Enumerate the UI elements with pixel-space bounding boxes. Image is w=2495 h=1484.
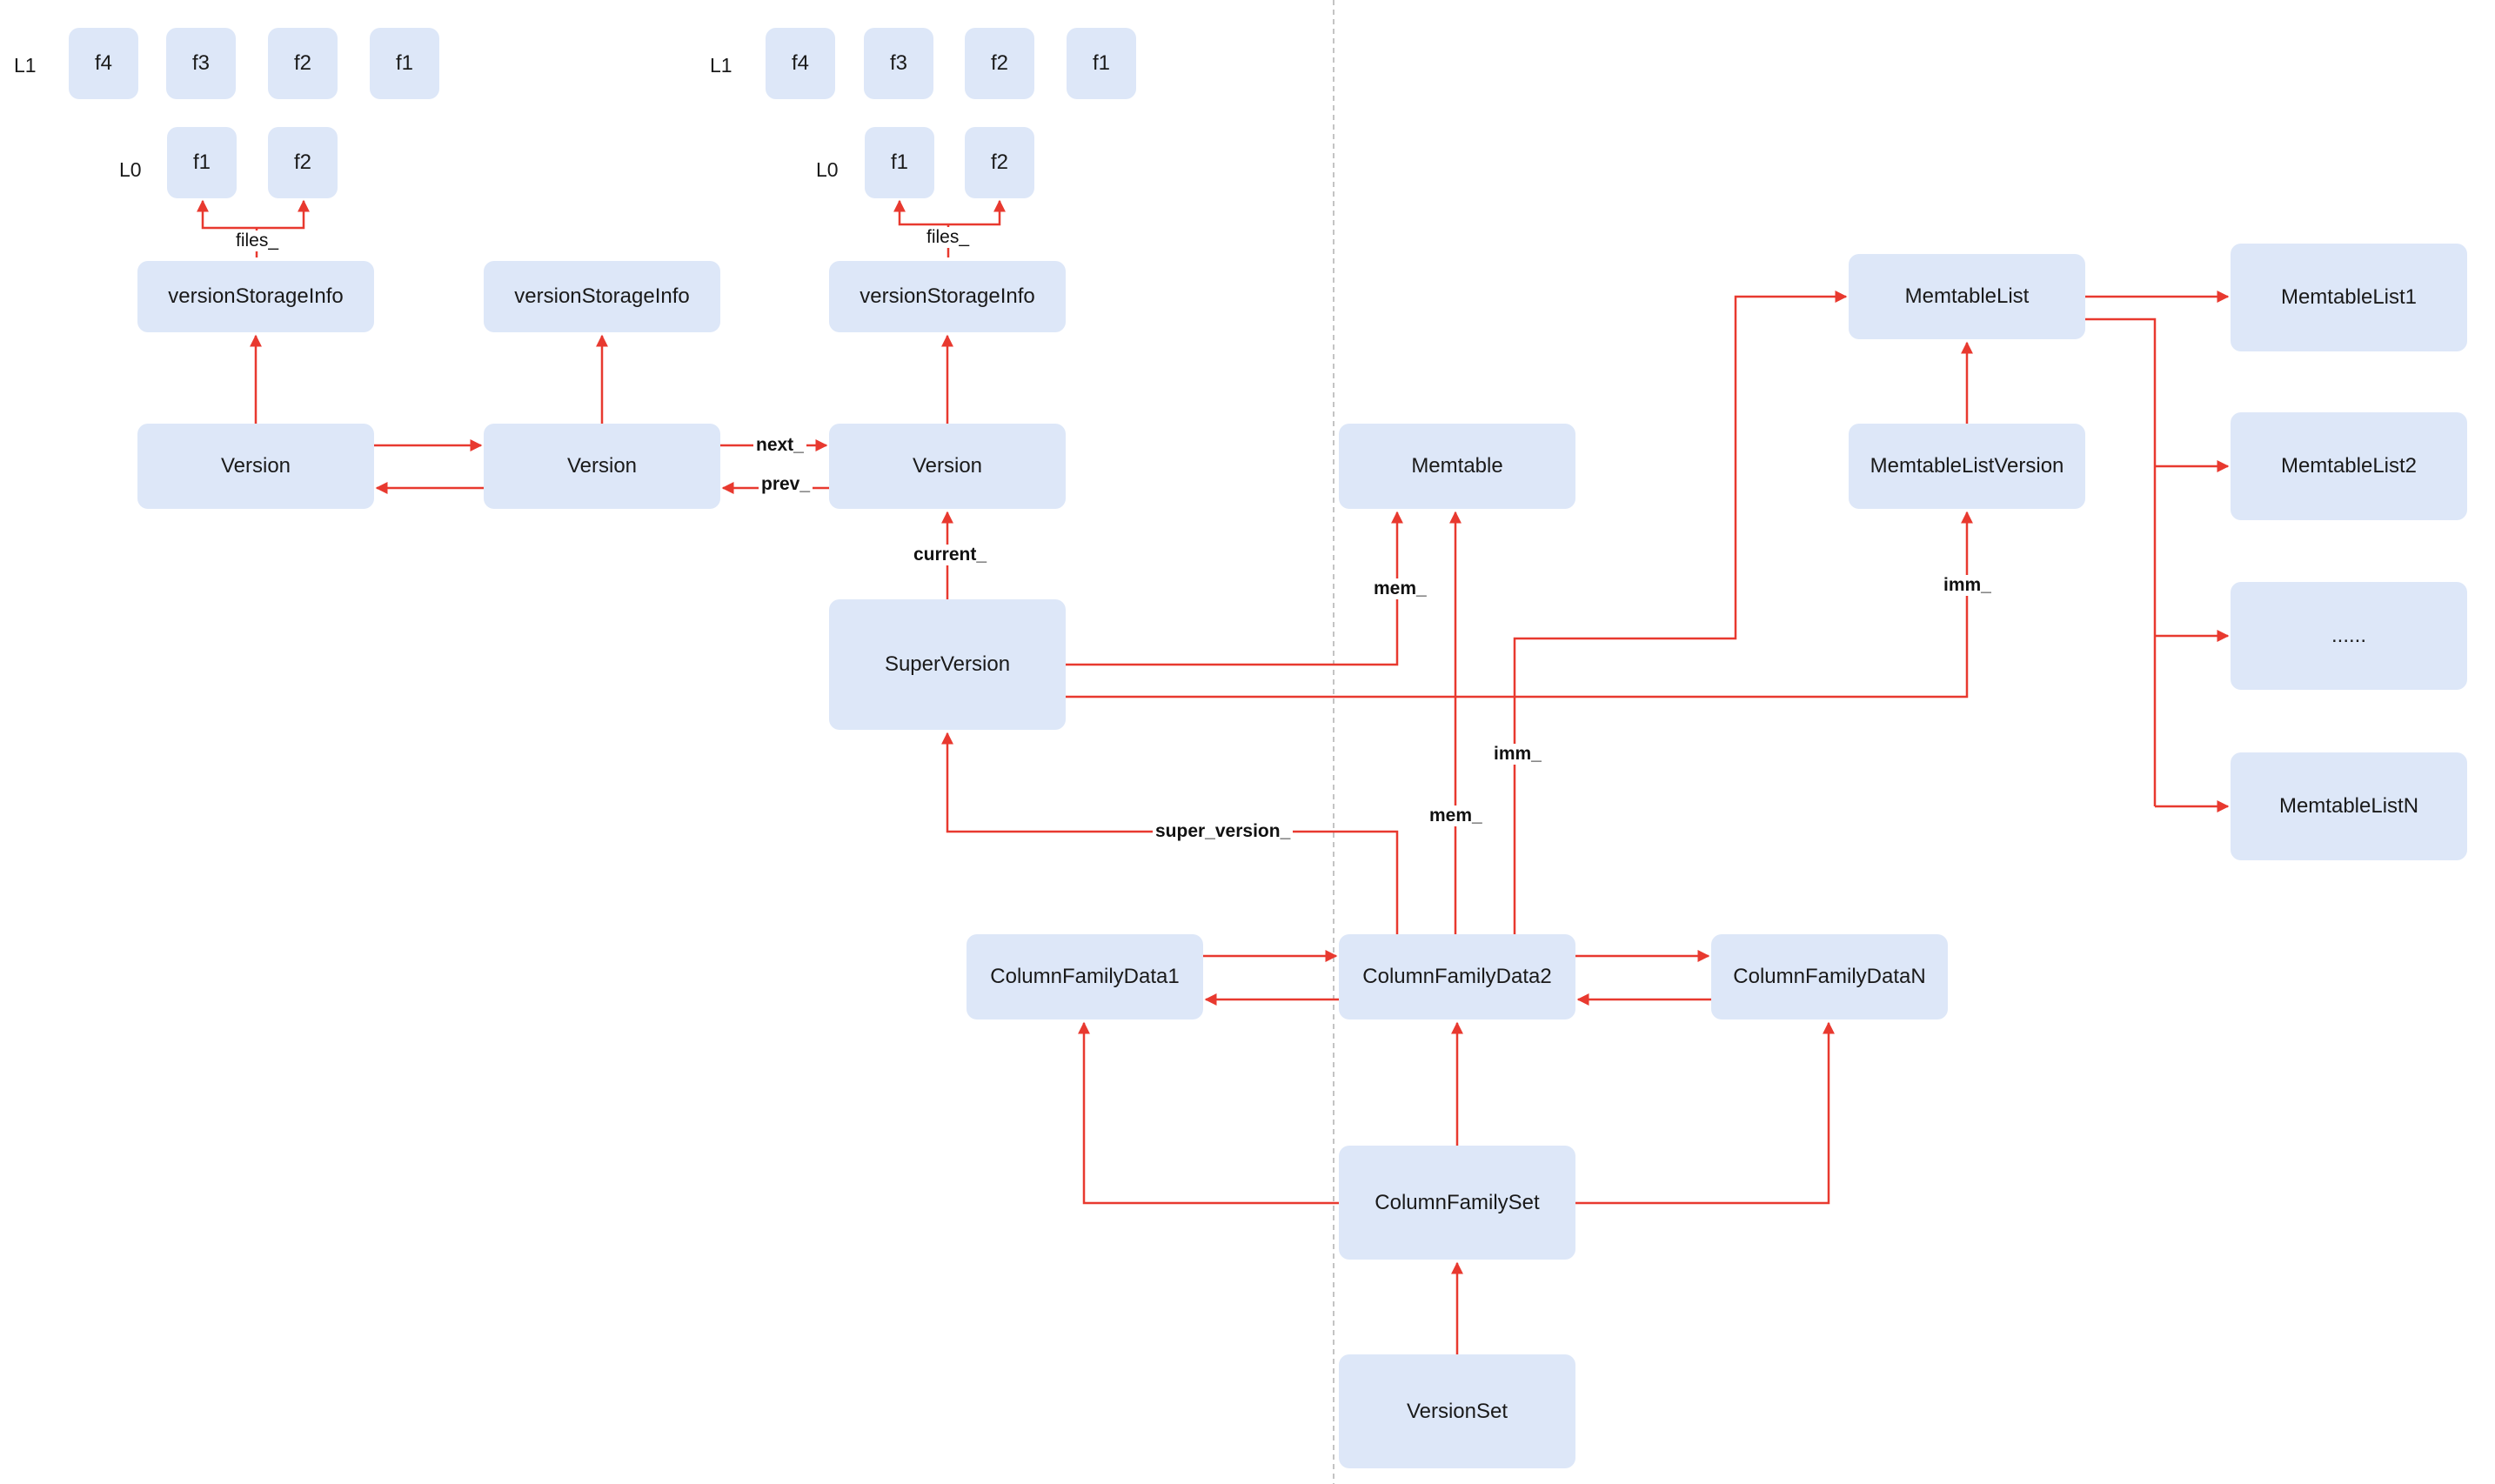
version-node-1: Version bbox=[137, 424, 374, 509]
memtable-list-n-node: MemtableListN bbox=[2231, 752, 2467, 860]
file-node-l1-f2-left: f2 bbox=[268, 28, 338, 99]
super-version-node: SuperVersion bbox=[829, 599, 1066, 730]
edge-label-prev: prev_ bbox=[759, 474, 813, 495]
version-node-2: Version bbox=[484, 424, 720, 509]
column-family-set-node: ColumnFamilySet bbox=[1339, 1146, 1575, 1260]
edge-superversion-to-memtablelistversion bbox=[1066, 511, 1973, 699]
edge-label-super-version: super_version_ bbox=[1153, 821, 1294, 842]
version-storage-info-node-3: versionStorageInfo bbox=[829, 261, 1066, 332]
edge-label-imm-cfd: imm_ bbox=[1491, 744, 1544, 765]
edge-memtablelist-bus bbox=[2085, 318, 2157, 806]
edge-label-files-left: files_ bbox=[233, 231, 282, 251]
file-node-l1-f3-left: f3 bbox=[166, 28, 236, 99]
column-family-data-1-node: ColumnFamilyData1 bbox=[967, 934, 1203, 1019]
memtable-list-node: MemtableList bbox=[1849, 254, 2085, 339]
file-node-l1-f1-mid: f1 bbox=[1067, 28, 1136, 99]
file-node-l1-f2-mid: f2 bbox=[965, 28, 1034, 99]
column-family-data-2-node: ColumnFamilyData2 bbox=[1339, 934, 1575, 1019]
version-set-node: VersionSet bbox=[1339, 1354, 1575, 1468]
edge-label-files-mid: files_ bbox=[924, 227, 973, 248]
file-node-l0-f2-mid: f2 bbox=[965, 127, 1034, 198]
edge-label-current: current_ bbox=[911, 545, 990, 565]
memtable-list-version-node: MemtableListVersion bbox=[1849, 424, 2085, 509]
edge-cfset-to-cfd1 bbox=[1078, 1021, 1339, 1205]
level-label-mid-l1: L1 bbox=[710, 54, 732, 77]
edge-files-to-l0-f1-left bbox=[197, 199, 257, 230]
column-family-data-n-node: ColumnFamilyDataN bbox=[1711, 934, 1948, 1019]
level-label-mid-l0: L0 bbox=[816, 158, 839, 181]
edge-files-to-l0-f1-mid bbox=[893, 199, 948, 226]
memtable-list-ellipsis-node: ...... bbox=[2231, 582, 2467, 690]
file-node-l1-f1-left: f1 bbox=[370, 28, 439, 99]
edge-label-mem-superversion: mem_ bbox=[1371, 578, 1429, 599]
edge-superversion-to-memtable bbox=[1066, 511, 1403, 666]
memtable-list-1-node: MemtableList1 bbox=[2231, 244, 2467, 351]
file-node-l1-f3-mid: f3 bbox=[864, 28, 933, 99]
version-node-3: Version bbox=[829, 424, 1066, 509]
file-node-l0-f1-mid: f1 bbox=[865, 127, 934, 198]
file-node-l1-f4-left: f4 bbox=[69, 28, 138, 99]
memtable-list-2-node: MemtableList2 bbox=[2231, 412, 2467, 520]
edge-cfd2-to-memtablelist bbox=[1513, 291, 1848, 934]
file-node-l0-f1-left: f1 bbox=[167, 127, 237, 198]
edge-files-to-l0-f2-mid bbox=[948, 199, 1006, 226]
version-storage-info-node-1: versionStorageInfo bbox=[137, 261, 374, 332]
memtable-node: Memtable bbox=[1339, 424, 1575, 509]
file-node-l0-f2-left: f2 bbox=[268, 127, 338, 198]
level-label-left-l1: L1 bbox=[14, 54, 37, 77]
file-node-l1-f4-mid: f4 bbox=[766, 28, 835, 99]
edge-files-to-l0-f2-left bbox=[257, 199, 310, 230]
edge-cfset-to-cfdn bbox=[1575, 1021, 1835, 1205]
edge-label-mem-cfd: mem_ bbox=[1427, 806, 1485, 826]
level-label-left-l0: L0 bbox=[119, 158, 142, 181]
edge-label-next: next_ bbox=[753, 435, 806, 456]
version-storage-info-node-2: versionStorageInfo bbox=[484, 261, 720, 332]
edge-label-imm-superversion: imm_ bbox=[1941, 575, 1994, 596]
